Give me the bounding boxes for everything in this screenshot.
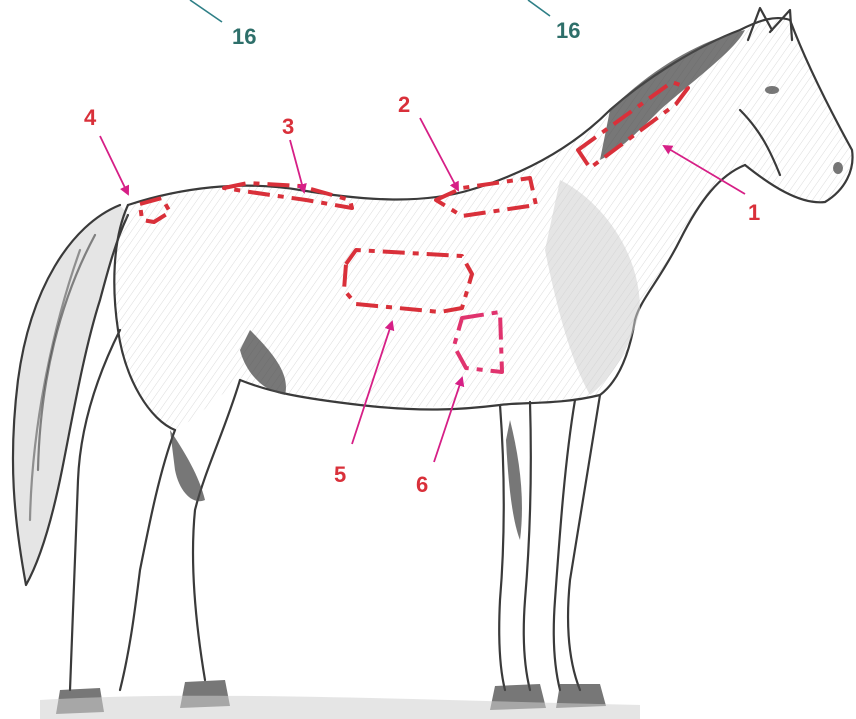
zone-label-3: 3 [282,114,294,139]
zone-label-1: 1 [748,200,760,225]
zone-label-4: 4 [84,105,97,130]
zone-label-2: 2 [398,92,410,117]
arrow-4 [100,136,128,194]
top-label-left: 16 [232,24,256,49]
horse-illustration [13,8,853,719]
arrow-3 [290,140,304,192]
top-label-right: 16 [556,18,580,43]
zone-label-6: 6 [416,472,428,497]
horse-body [114,18,852,430]
top-line-right [528,0,550,16]
arrow-2 [420,118,458,190]
top-line-left [190,0,222,22]
zone-label-5: 5 [334,462,346,487]
